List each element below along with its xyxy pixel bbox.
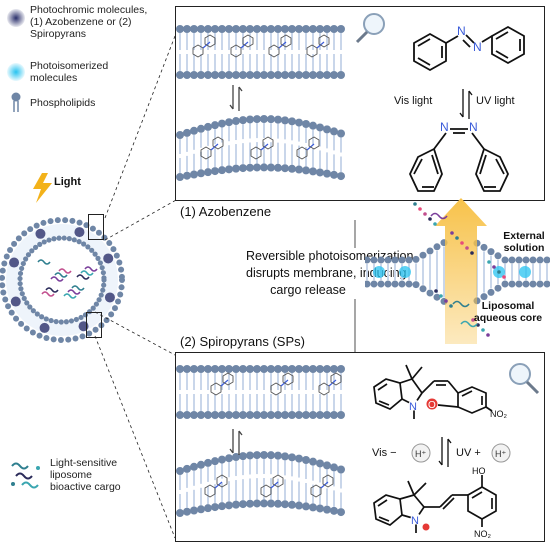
liposome-photochromic-dot	[35, 228, 46, 239]
sp-lower-membrane-curved	[176, 451, 345, 517]
cis-azobenzene-structure: N N	[409, 120, 509, 192]
spiropyran-panel: N O NO₂ Vis − H⁺ UV + H⁺	[175, 352, 545, 542]
sp-magnifier-icon	[509, 363, 540, 395]
liposome-photochromic-dot	[10, 296, 21, 307]
legend-photoisomerized-text: Photoisomerized molecules	[30, 60, 109, 84]
lightning-bolt-icon	[33, 173, 52, 203]
mc-n-atom: N	[411, 515, 419, 527]
sp-vis-label: Vis −	[372, 447, 397, 459]
embedded-molecule	[250, 136, 274, 160]
cis-n-atom-2: N	[469, 120, 478, 134]
pore-membrane	[365, 239, 550, 305]
cargo-icon	[11, 462, 40, 489]
h-plus-badge-1: H⁺	[411, 443, 431, 463]
azobenzene-panel: N N Vis light UV light N N	[175, 6, 545, 201]
embedded-molecule	[230, 34, 254, 58]
release-arrow	[435, 198, 487, 344]
svg-text:H⁺: H⁺	[495, 449, 506, 459]
embedded-molecule	[204, 474, 228, 498]
h-plus-badge-2: H⁺	[491, 443, 511, 463]
embedded-molecule	[260, 474, 284, 498]
phospholipid-icon	[11, 92, 21, 112]
embedded-molecule	[268, 34, 292, 58]
photochromic-molecule-icon	[7, 9, 25, 27]
liposome-photochromic-dot	[39, 322, 50, 333]
light-label: Light	[54, 176, 81, 188]
n-atom-1: N	[457, 24, 466, 38]
sp-no2-group: NO₂	[490, 409, 508, 419]
liposome-photochromic-dot	[104, 292, 115, 303]
spiropyran-membrane	[176, 365, 345, 517]
liposome	[0, 217, 125, 343]
uv-light-label: UV light	[476, 95, 515, 107]
lower-membrane-curved	[176, 115, 345, 181]
mc-oh-group: HO	[472, 466, 486, 476]
embedded-molecule	[318, 372, 342, 396]
liposome-photochromic-dot	[9, 257, 20, 268]
mc-no2-group: NO₂	[474, 529, 492, 539]
center-caption-box: Reversible photoisomerization disrupts m…	[246, 248, 414, 299]
sp-equilibrium-arrows	[438, 437, 452, 467]
embedded-molecule	[270, 372, 294, 396]
embedded-molecule	[306, 34, 330, 58]
azobenzene-label: (1) Azobenzene	[180, 204, 272, 219]
zoom-box-top	[88, 214, 104, 240]
embedded-molecule	[296, 136, 320, 160]
liposome-photochromic-dot	[74, 227, 85, 238]
center-caption-line-1: Reversible photoisomerization	[246, 249, 414, 263]
embedded-molecule	[192, 34, 216, 58]
sp-o-atom: O	[428, 400, 436, 411]
cis-n-atom-1: N	[440, 120, 449, 134]
legend-phospholipids-text: Phospholipids	[30, 97, 96, 109]
embedded-molecule	[310, 474, 334, 498]
spiropyran-closed-structure: N O NO₂	[373, 364, 508, 419]
legend-photochromic-text: Photochromic molecules, (1) Azobenzene o…	[30, 4, 148, 40]
sp-n-atom: N	[409, 401, 417, 413]
svg-text:H⁺: H⁺	[415, 449, 426, 459]
merocyanine-open-structure: N HO NO₂	[373, 466, 497, 539]
n-atom-2: N	[473, 40, 482, 54]
membrane-pore	[365, 198, 550, 344]
equilibrium-arrows	[459, 89, 473, 119]
upper-membrane	[176, 25, 345, 79]
trans-azobenzene-structure: N N	[413, 24, 525, 72]
sp-membrane-equilibrium-arrows	[229, 429, 243, 455]
embedded-molecule	[210, 372, 234, 396]
magnifier-icon	[355, 13, 385, 44]
legend: Photochromic molecules, (1) Azobenzene o…	[0, 0, 180, 130]
spiropyran-label: (2) Spiropyrans (SPs)	[180, 334, 305, 349]
center-caption-line-3: cargo release	[270, 283, 346, 297]
azobenzene-membrane	[176, 25, 345, 181]
zoom-box-bottom	[86, 312, 102, 338]
center-caption-line-2: disrupts membrane, inducing	[246, 266, 407, 280]
embedded-molecule	[200, 136, 224, 160]
membrane-equilibrium-arrows	[229, 85, 243, 111]
liposome-photochromic-dot	[103, 253, 114, 264]
photoisomerized-molecule-icon	[7, 63, 25, 81]
legend-cargo-text: Light-sensitive liposome bioactive cargo	[50, 457, 121, 493]
vis-light-label: Vis light	[394, 95, 433, 107]
sp-uv-label: UV +	[456, 447, 481, 459]
sp-upper-membrane	[176, 365, 345, 419]
